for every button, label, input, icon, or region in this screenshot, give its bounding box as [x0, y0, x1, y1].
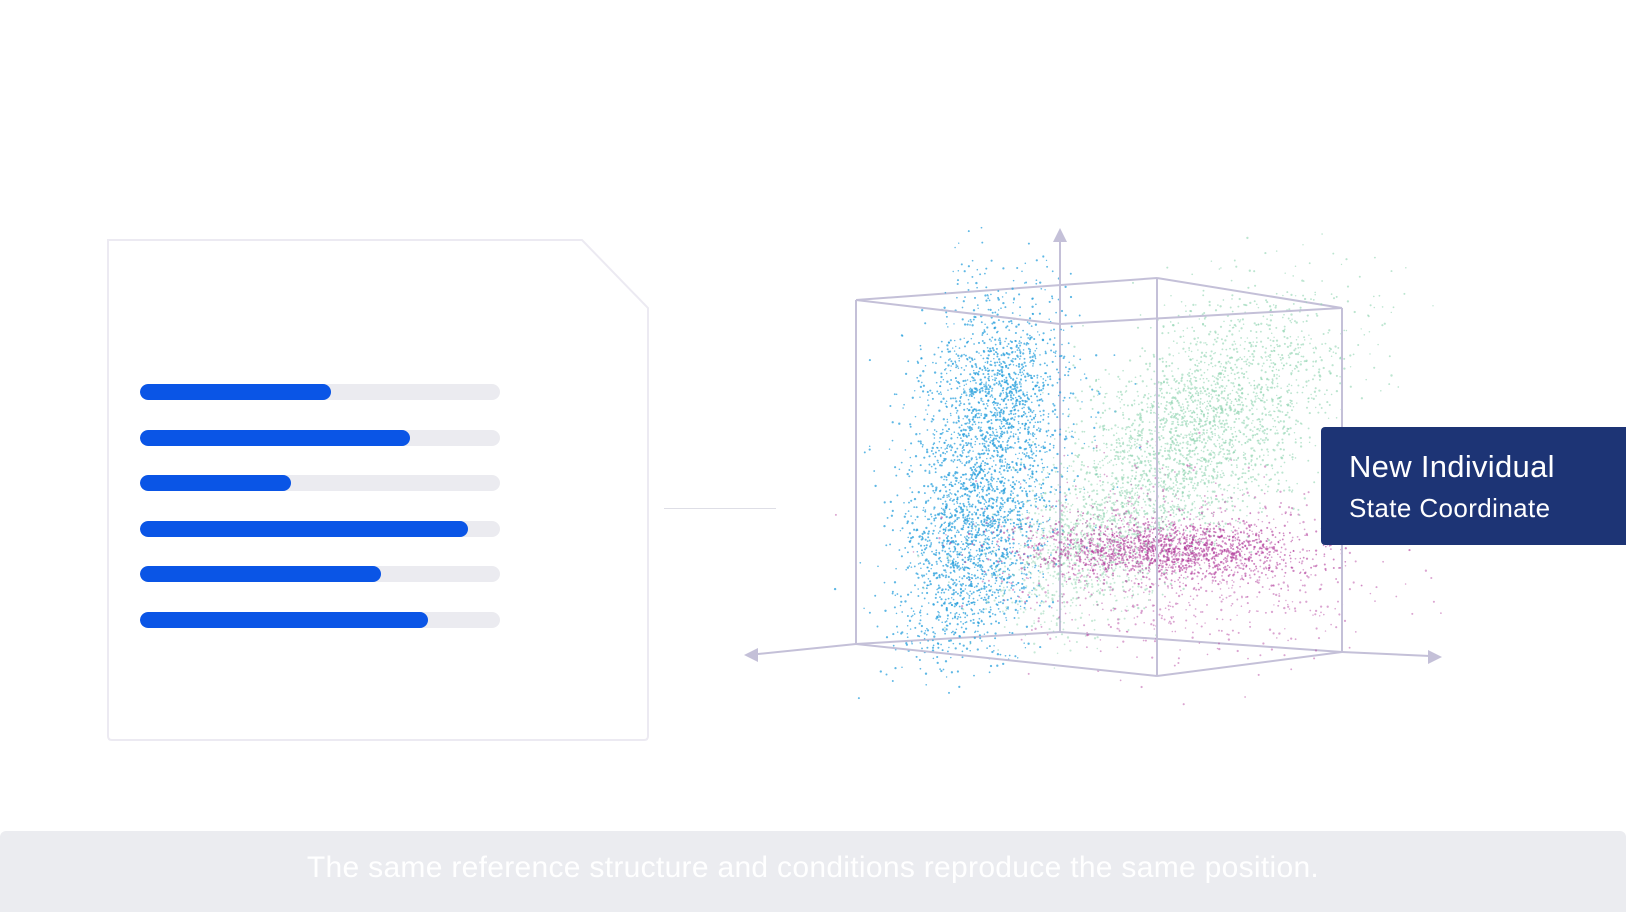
feature-bar-track: [140, 566, 500, 583]
x-axis: [1341, 651, 1431, 657]
cube-edge: [855, 299, 1061, 325]
new-individual-label: New Individual State Coordinate: [1321, 427, 1626, 545]
blue-cluster: [833, 363, 1097, 700]
feature-bar-fill: [140, 611, 428, 628]
green-cluster: [992, 233, 1434, 631]
document-card: [104, 236, 650, 742]
state-space-cube: [744, 226, 1457, 706]
feature-bar-track: [140, 429, 500, 446]
caption-text: The same reference structure and conditi…: [306, 851, 1320, 884]
feature-bar-list: [140, 384, 500, 658]
y-axis: [757, 643, 857, 655]
cube-edge: [855, 631, 1061, 645]
cube-edge: [855, 277, 1158, 301]
feature-bar-fill: [140, 520, 468, 537]
state-space-plot: [700, 220, 1480, 720]
feature-bar-track: [140, 611, 500, 628]
feature-bar-track: [140, 384, 500, 400]
feature-bar-fill: [140, 384, 331, 400]
cube-edge: [1059, 307, 1343, 325]
caption-bar: The same reference structure and conditi…: [0, 831, 1626, 912]
feature-bar-fill: [140, 566, 382, 583]
cube-edge: [1156, 277, 1343, 309]
x-axis-arrow: [1428, 650, 1442, 664]
y-axis-arrow: [744, 648, 758, 662]
z-axis-arrow: [1053, 228, 1067, 242]
cube-edge: [855, 643, 1158, 677]
magenta-cluster: [940, 508, 1411, 598]
cube-edge: [1059, 631, 1343, 653]
label-subtitle: State Coordinate: [1349, 493, 1551, 523]
feature-bar-track: [140, 475, 500, 492]
connector-line: [664, 508, 776, 509]
feature-bar-track: [140, 520, 500, 537]
feature-bar-fill: [140, 429, 410, 446]
cube-edge: [1156, 651, 1343, 677]
green-cluster: [917, 425, 1240, 669]
magenta-cluster: [834, 431, 1457, 706]
label-title: New Individual: [1349, 449, 1555, 484]
feature-bar-fill: [140, 475, 292, 492]
